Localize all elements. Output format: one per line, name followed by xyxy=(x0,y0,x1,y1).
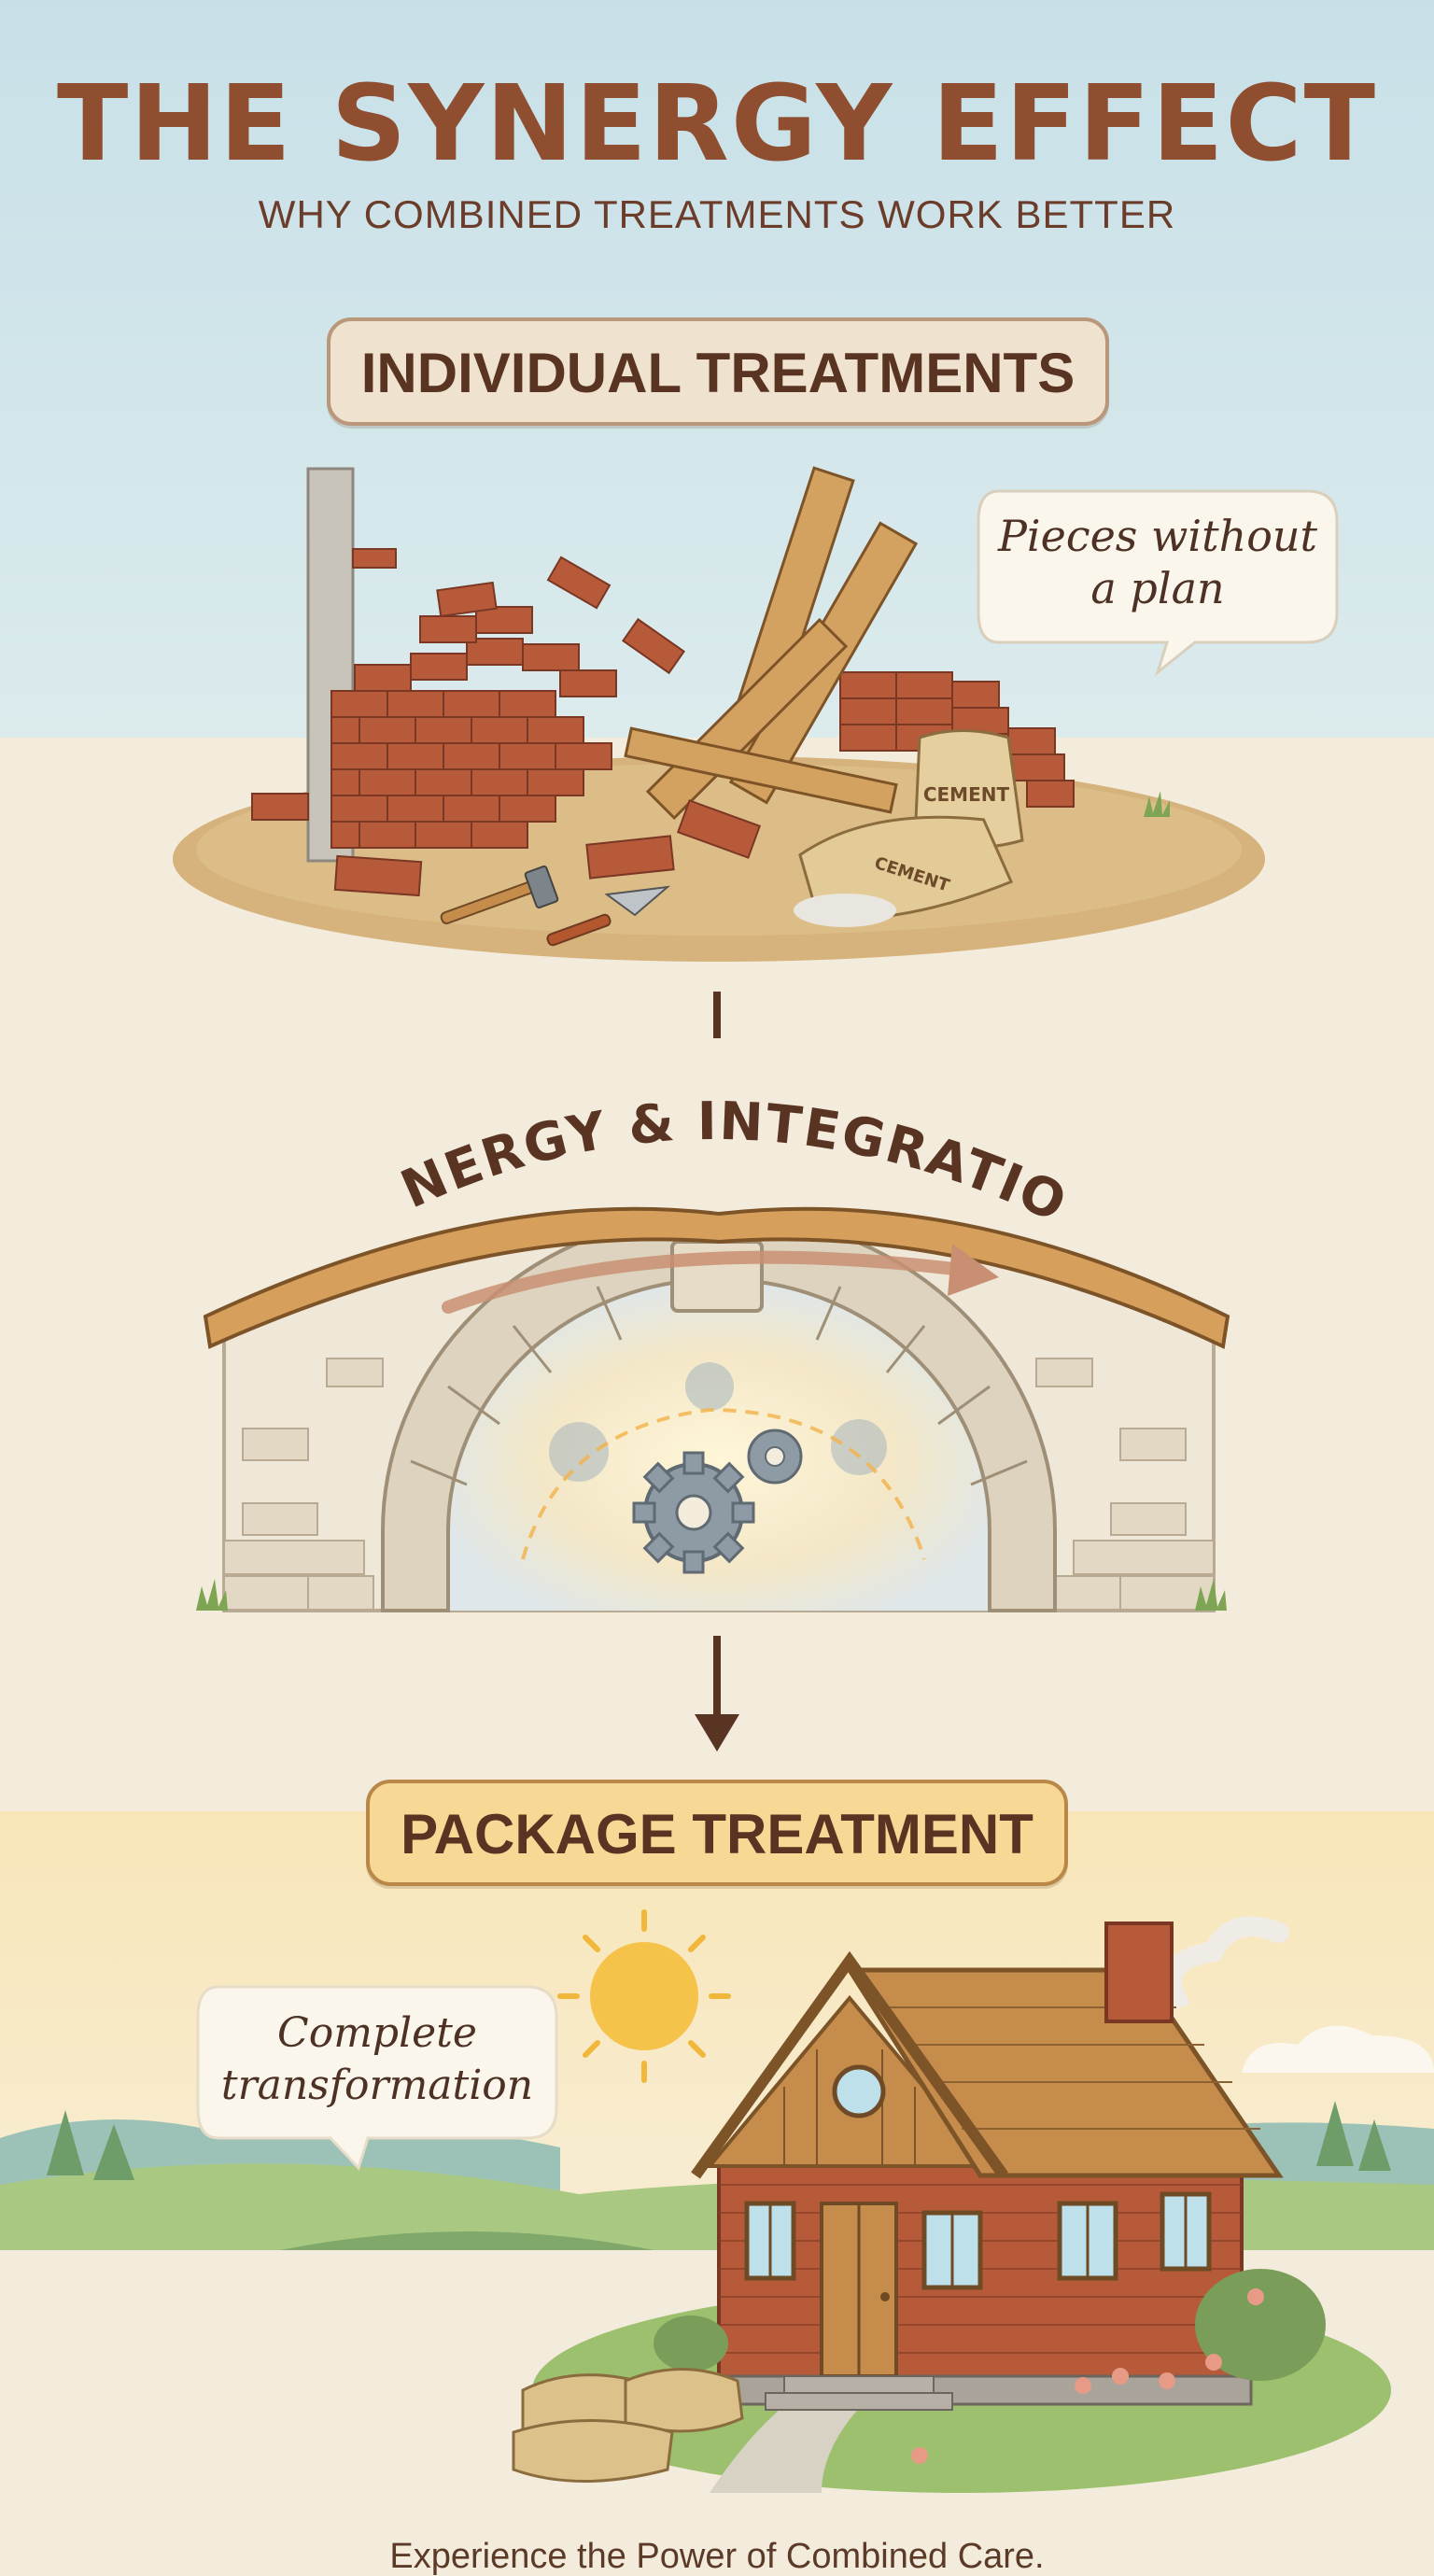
hammer-icon xyxy=(440,865,559,925)
sun-icon xyxy=(557,1909,731,2083)
speech-bubble-pieces xyxy=(977,489,1339,677)
wooden-beam xyxy=(203,1206,1230,1349)
cement-sacks xyxy=(512,2368,744,2483)
rubble-illustration: CEMENT CEMENT xyxy=(173,466,1265,962)
trowel-icon xyxy=(546,885,671,947)
house-illustration xyxy=(0,1909,1434,2512)
individual-treatments-label: INDIVIDUAL TREATMENTS xyxy=(327,317,1109,426)
cement-bag-label: CEMENT xyxy=(923,783,1010,806)
arch-bridge-illustration xyxy=(196,1206,1230,1612)
gear-icon xyxy=(632,1451,755,1574)
chimney xyxy=(1104,1921,1174,2023)
bubble-transformation-line1: Complete xyxy=(277,2009,477,2057)
footer-tagline: Experience the Power of Combined Care. xyxy=(389,2537,1045,2576)
gear-icon-small xyxy=(747,1429,803,1485)
page-subtitle: WHY COMBINED TREATMENTS WORK BETTER xyxy=(258,192,1176,236)
bubble-transformation-line2: transformation xyxy=(220,2062,534,2109)
synergy-arc-label: SYNERGY & INTEGRATION xyxy=(0,1027,1075,1235)
broken-brick-wall xyxy=(330,556,685,849)
page-title: THE SYNERGY EFFECT xyxy=(56,63,1378,185)
gear-icon-faded xyxy=(549,1362,887,1482)
round-window xyxy=(832,2064,886,2119)
package-treatment-label: PACKAGE TREATMENT xyxy=(366,1780,1068,1886)
bubble-pieces-line1: Pieces without xyxy=(997,511,1318,561)
arrow-head-icon xyxy=(948,1244,999,1296)
cement-bag-spilled: CEMENT xyxy=(794,815,1014,927)
speech-bubble-transformation xyxy=(196,1985,558,2171)
cloud-icon xyxy=(1242,2025,1434,2073)
down-arrow-icon xyxy=(695,1636,739,1752)
bubble-pieces-line2: a plan xyxy=(1090,563,1225,613)
wooden-planks xyxy=(624,466,919,821)
connector-line xyxy=(713,992,721,1038)
